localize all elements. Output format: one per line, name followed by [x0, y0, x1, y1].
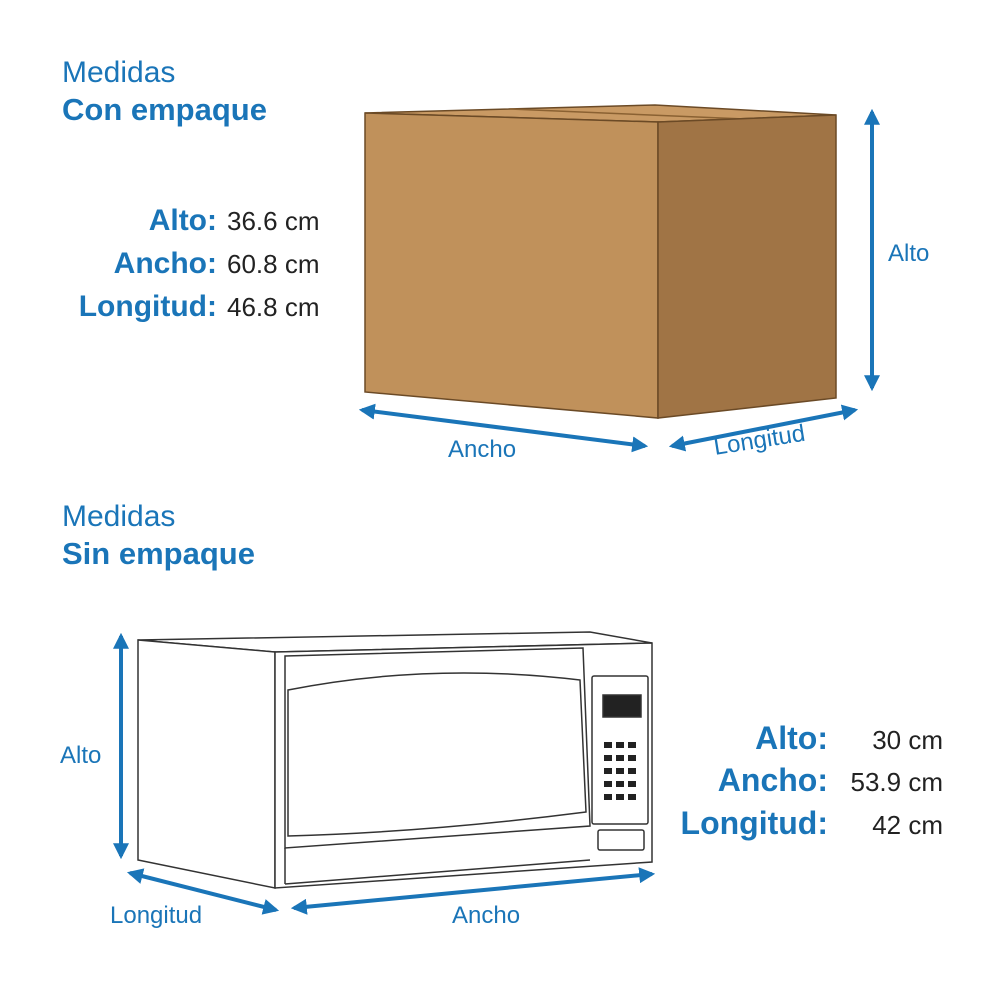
- dim-label: Longitud:: [680, 805, 828, 841]
- packed-dim-longitud: Longitud: 46.8 cm: [57, 290, 320, 324]
- box-ancho-label: Ancho: [448, 436, 517, 463]
- unpacked-dim-alto: Alto: 30 cm: [668, 720, 943, 757]
- dim-label: Alto:: [148, 204, 217, 237]
- microwave-longitud-arrow: [126, 868, 280, 915]
- microwave-alto-label: Alto: [60, 742, 102, 769]
- unpacked-dim-longitud: Longitud: 42 cm: [668, 805, 943, 842]
- packed-dim-alto: Alto: 36.6 cm: [57, 204, 320, 238]
- dim-label: Alto:: [755, 720, 828, 756]
- dim-label: Ancho:: [113, 247, 217, 280]
- dim-value: 53.9 cm: [850, 767, 944, 797]
- box-front-face: [364, 112, 659, 419]
- cardboard-box-illustration: [364, 104, 837, 419]
- keypad: [604, 742, 636, 800]
- microwave-side: [137, 639, 276, 889]
- dim-value: 30 cm: [872, 725, 943, 755]
- microwave-longitud-label: Longitud: [110, 902, 203, 929]
- microwave-ancho-arrow: [290, 867, 656, 915]
- dim-value: 36.6 cm: [227, 206, 320, 236]
- dim-value: 46.8 cm: [227, 292, 320, 322]
- box-ancho-arrow: [358, 403, 649, 453]
- unpacked-dim-ancho: Ancho: 53.9 cm: [668, 762, 943, 799]
- box-side-face: [657, 114, 837, 419]
- packed-heading-con-empaque: Con empaque: [62, 92, 267, 127]
- unpacked-heading-medidas: Medidas: [62, 500, 176, 533]
- dim-label: Longitud:: [78, 290, 217, 323]
- display-screen: [602, 694, 642, 718]
- microwave-ancho-label: Ancho: [452, 902, 521, 929]
- packed-dim-ancho: Ancho: 60.8 cm: [57, 247, 320, 281]
- unpacked-heading-sin-empaque: Sin empaque: [62, 536, 255, 571]
- box-tape-seam: [509, 108, 746, 120]
- door-open-button: [597, 829, 645, 851]
- microwave-door-window: [287, 672, 587, 837]
- microwave-illustration: [137, 631, 653, 889]
- packed-heading-medidas: Medidas: [62, 56, 176, 89]
- dim-label: Ancho:: [717, 762, 828, 798]
- dim-value: 42 cm: [872, 810, 943, 840]
- dim-value: 60.8 cm: [227, 249, 320, 279]
- box-longitud-arrow: [668, 404, 859, 452]
- box-alto-label: Alto: [888, 240, 930, 267]
